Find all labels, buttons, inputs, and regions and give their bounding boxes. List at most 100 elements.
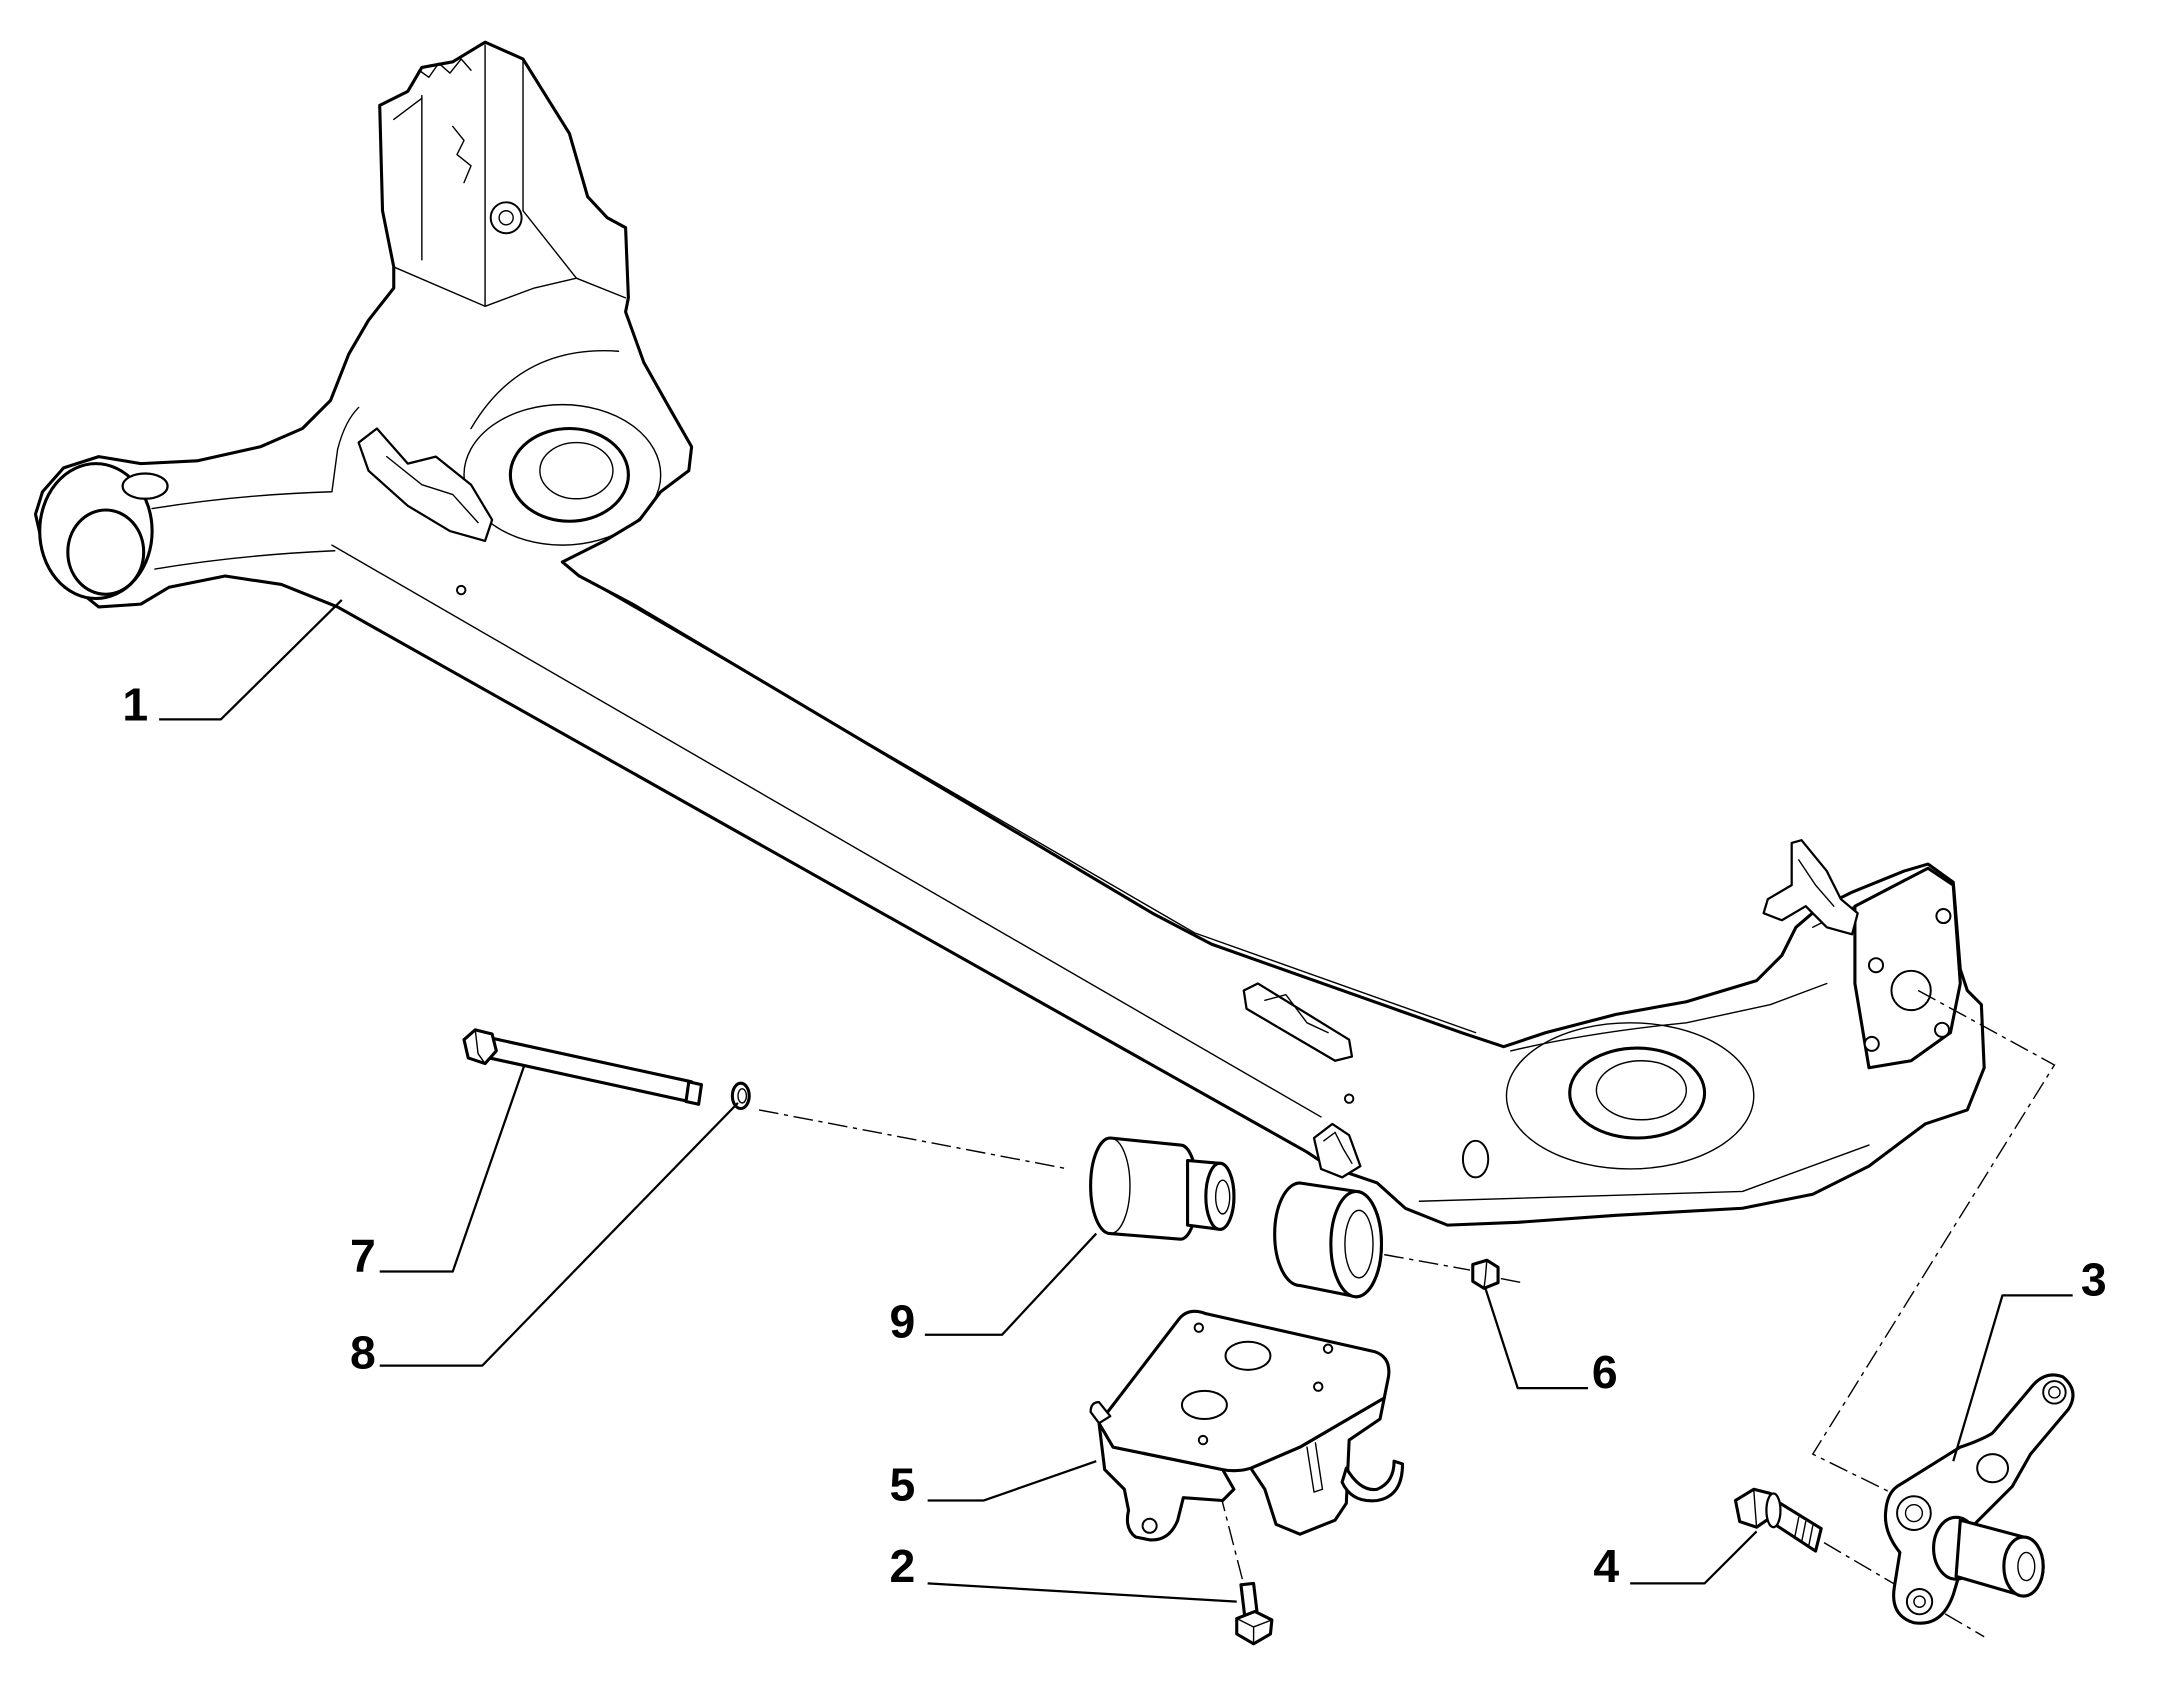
pivot-bolt-tip	[684, 1080, 703, 1106]
callout-label-7: 7	[350, 1229, 376, 1281]
left-bracket-edge-4	[522, 58, 578, 279]
bracket-small-hole-3	[1313, 1381, 1324, 1392]
right-hub-plate	[1853, 866, 1962, 1070]
callout-label-8: 8	[350, 1326, 376, 1378]
bushing-bore	[1214, 1179, 1231, 1215]
bracket-small-hole-2	[1322, 1343, 1334, 1354]
bracket-large-hole-2	[1180, 1389, 1228, 1420]
right-arm-lower-edge	[1418, 1144, 1870, 1202]
callout-label-4: 4	[1593, 1540, 1619, 1592]
pivot-bolt	[462, 1028, 703, 1106]
left-cable-clip	[357, 427, 494, 543]
leader-line-7	[379, 1064, 526, 1273]
callout-label-5: 5	[889, 1458, 915, 1510]
assembly-axis-lines	[758, 989, 2056, 1638]
axle-beam-outline	[33, 40, 1986, 1227]
callout-label-9: 9	[889, 1296, 915, 1348]
flange-bolt	[1733, 1487, 1823, 1553]
pivot-bolt-head-edge	[474, 1029, 486, 1065]
left-bracket-hole	[489, 201, 523, 235]
leader-line-2	[927, 1582, 1237, 1603]
callout-label-2: 2	[889, 1540, 915, 1592]
right-spring-seat-inner	[1595, 1060, 1688, 1121]
nut-edge	[1483, 1259, 1488, 1290]
bracket-large-hole-1	[1224, 1340, 1272, 1371]
bracket-bolt-head	[1235, 1609, 1274, 1646]
stub-axle-hole-bottom-inner	[1913, 1595, 1926, 1608]
left-bracket-edge-3	[393, 97, 423, 121]
right-bushing-mount-detail	[1323, 1131, 1353, 1165]
axis-plate-to-stub-axle	[1811, 989, 2056, 1495]
leader-line-4	[1630, 1530, 1758, 1585]
nut	[1471, 1258, 1500, 1290]
right-arm-bushing-face	[1329, 1189, 1383, 1299]
right-plate-bolt-hole-3	[1863, 1035, 1880, 1052]
stub-axle-hole-top	[2042, 1380, 2067, 1405]
left-spring-seat-inner	[539, 441, 614, 500]
flange-bolt-collar	[1765, 1492, 1782, 1529]
bracket-slot	[1306, 1442, 1324, 1493]
leader-line-3	[1952, 1294, 2073, 1462]
bracket-small-hole-1	[1193, 1322, 1204, 1333]
pivot-bolt-shaft	[487, 1036, 694, 1104]
beam-hole-right	[1343, 1093, 1355, 1104]
stub-axle-spindle-end	[2002, 1535, 2045, 1598]
axis-bolt4-to-flange	[1823, 1542, 1985, 1638]
stub-axle-hole-left-inner	[1904, 1504, 1924, 1523]
bracket-top-plate	[1097, 1309, 1391, 1473]
leader-line-9	[924, 1232, 1098, 1336]
left-cable-clip-detail	[386, 455, 479, 524]
stub-axle-hole-bottom	[1905, 1588, 1934, 1616]
stub-axle	[1883, 1373, 2075, 1625]
beam-top-edge	[603, 589, 1477, 1034]
rear-axle-beam-assembly	[33, 40, 1986, 1299]
beam-tab-detail	[1264, 994, 1329, 1034]
stub-axle-hole-left	[1896, 1495, 1932, 1531]
beam-front-edge	[331, 544, 1322, 1118]
left-tube-clamp	[121, 472, 169, 500]
axis-bushing-to-nut	[1384, 1253, 1471, 1271]
stub-axle-hole-middle	[1976, 1453, 2010, 1484]
washer	[730, 1081, 751, 1111]
bushing-rim	[1089, 1137, 1131, 1235]
left-bracket-clip-2	[452, 125, 472, 184]
bracket-bolt-head-edge	[1236, 1617, 1273, 1645]
bracket-small-hole-4	[1197, 1434, 1209, 1446]
bracket-hook	[1340, 1459, 1405, 1503]
leader-line-1	[159, 599, 343, 721]
beam-hole-left	[456, 584, 467, 596]
right-cable-clip-detail	[1798, 859, 1835, 907]
left-arm-top-edge	[151, 406, 360, 510]
leader-line-5	[927, 1460, 1097, 1502]
stub-axle-spindle-center	[2017, 1551, 2036, 1582]
leader-line-6	[1484, 1288, 1588, 1390]
right-bushing-mount-tab	[1312, 1122, 1362, 1179]
left-arm-lower-edge	[154, 550, 336, 570]
left-spring-seat-mound	[463, 403, 662, 546]
right-spring-seat-mound	[1505, 1022, 1755, 1170]
left-pivot-tube-bore	[66, 508, 146, 596]
axis-bracket-to-bolt2	[1219, 1491, 1244, 1580]
bushing	[1089, 1136, 1236, 1241]
left-bracket-flange	[393, 266, 627, 307]
right-plate-bolt-hole-4	[1934, 1021, 1951, 1038]
stub-axle-flange	[1883, 1373, 2075, 1625]
right-plate-bolt-hole-1	[1867, 957, 1884, 974]
stub-axle-hole-top-inner	[2048, 1385, 2061, 1399]
callout-labels: 1 2 3 4 5 6 7 8 9	[122, 679, 2106, 1592]
axis-nut-exit	[1500, 1277, 1523, 1284]
right-plate-center-hole	[1890, 969, 1932, 1012]
mounting-bracket	[1089, 1309, 1405, 1542]
bracket-left-tab	[1089, 1401, 1112, 1425]
beam-tab	[1242, 982, 1354, 1062]
callout-label-6: 6	[1592, 1346, 1618, 1398]
left-seat-contour	[470, 349, 620, 430]
callout-label-1: 1	[122, 679, 148, 731]
right-arm-bushing-bore	[1344, 1209, 1374, 1279]
right-arm-top-edge	[1510, 982, 1828, 1052]
flange-bolt-thread	[1793, 1516, 1814, 1548]
bracket-bolt	[1235, 1581, 1274, 1646]
right-plate-bolt-hole-2	[1935, 908, 1952, 925]
axis-bolt-to-bushing	[758, 1109, 1069, 1170]
